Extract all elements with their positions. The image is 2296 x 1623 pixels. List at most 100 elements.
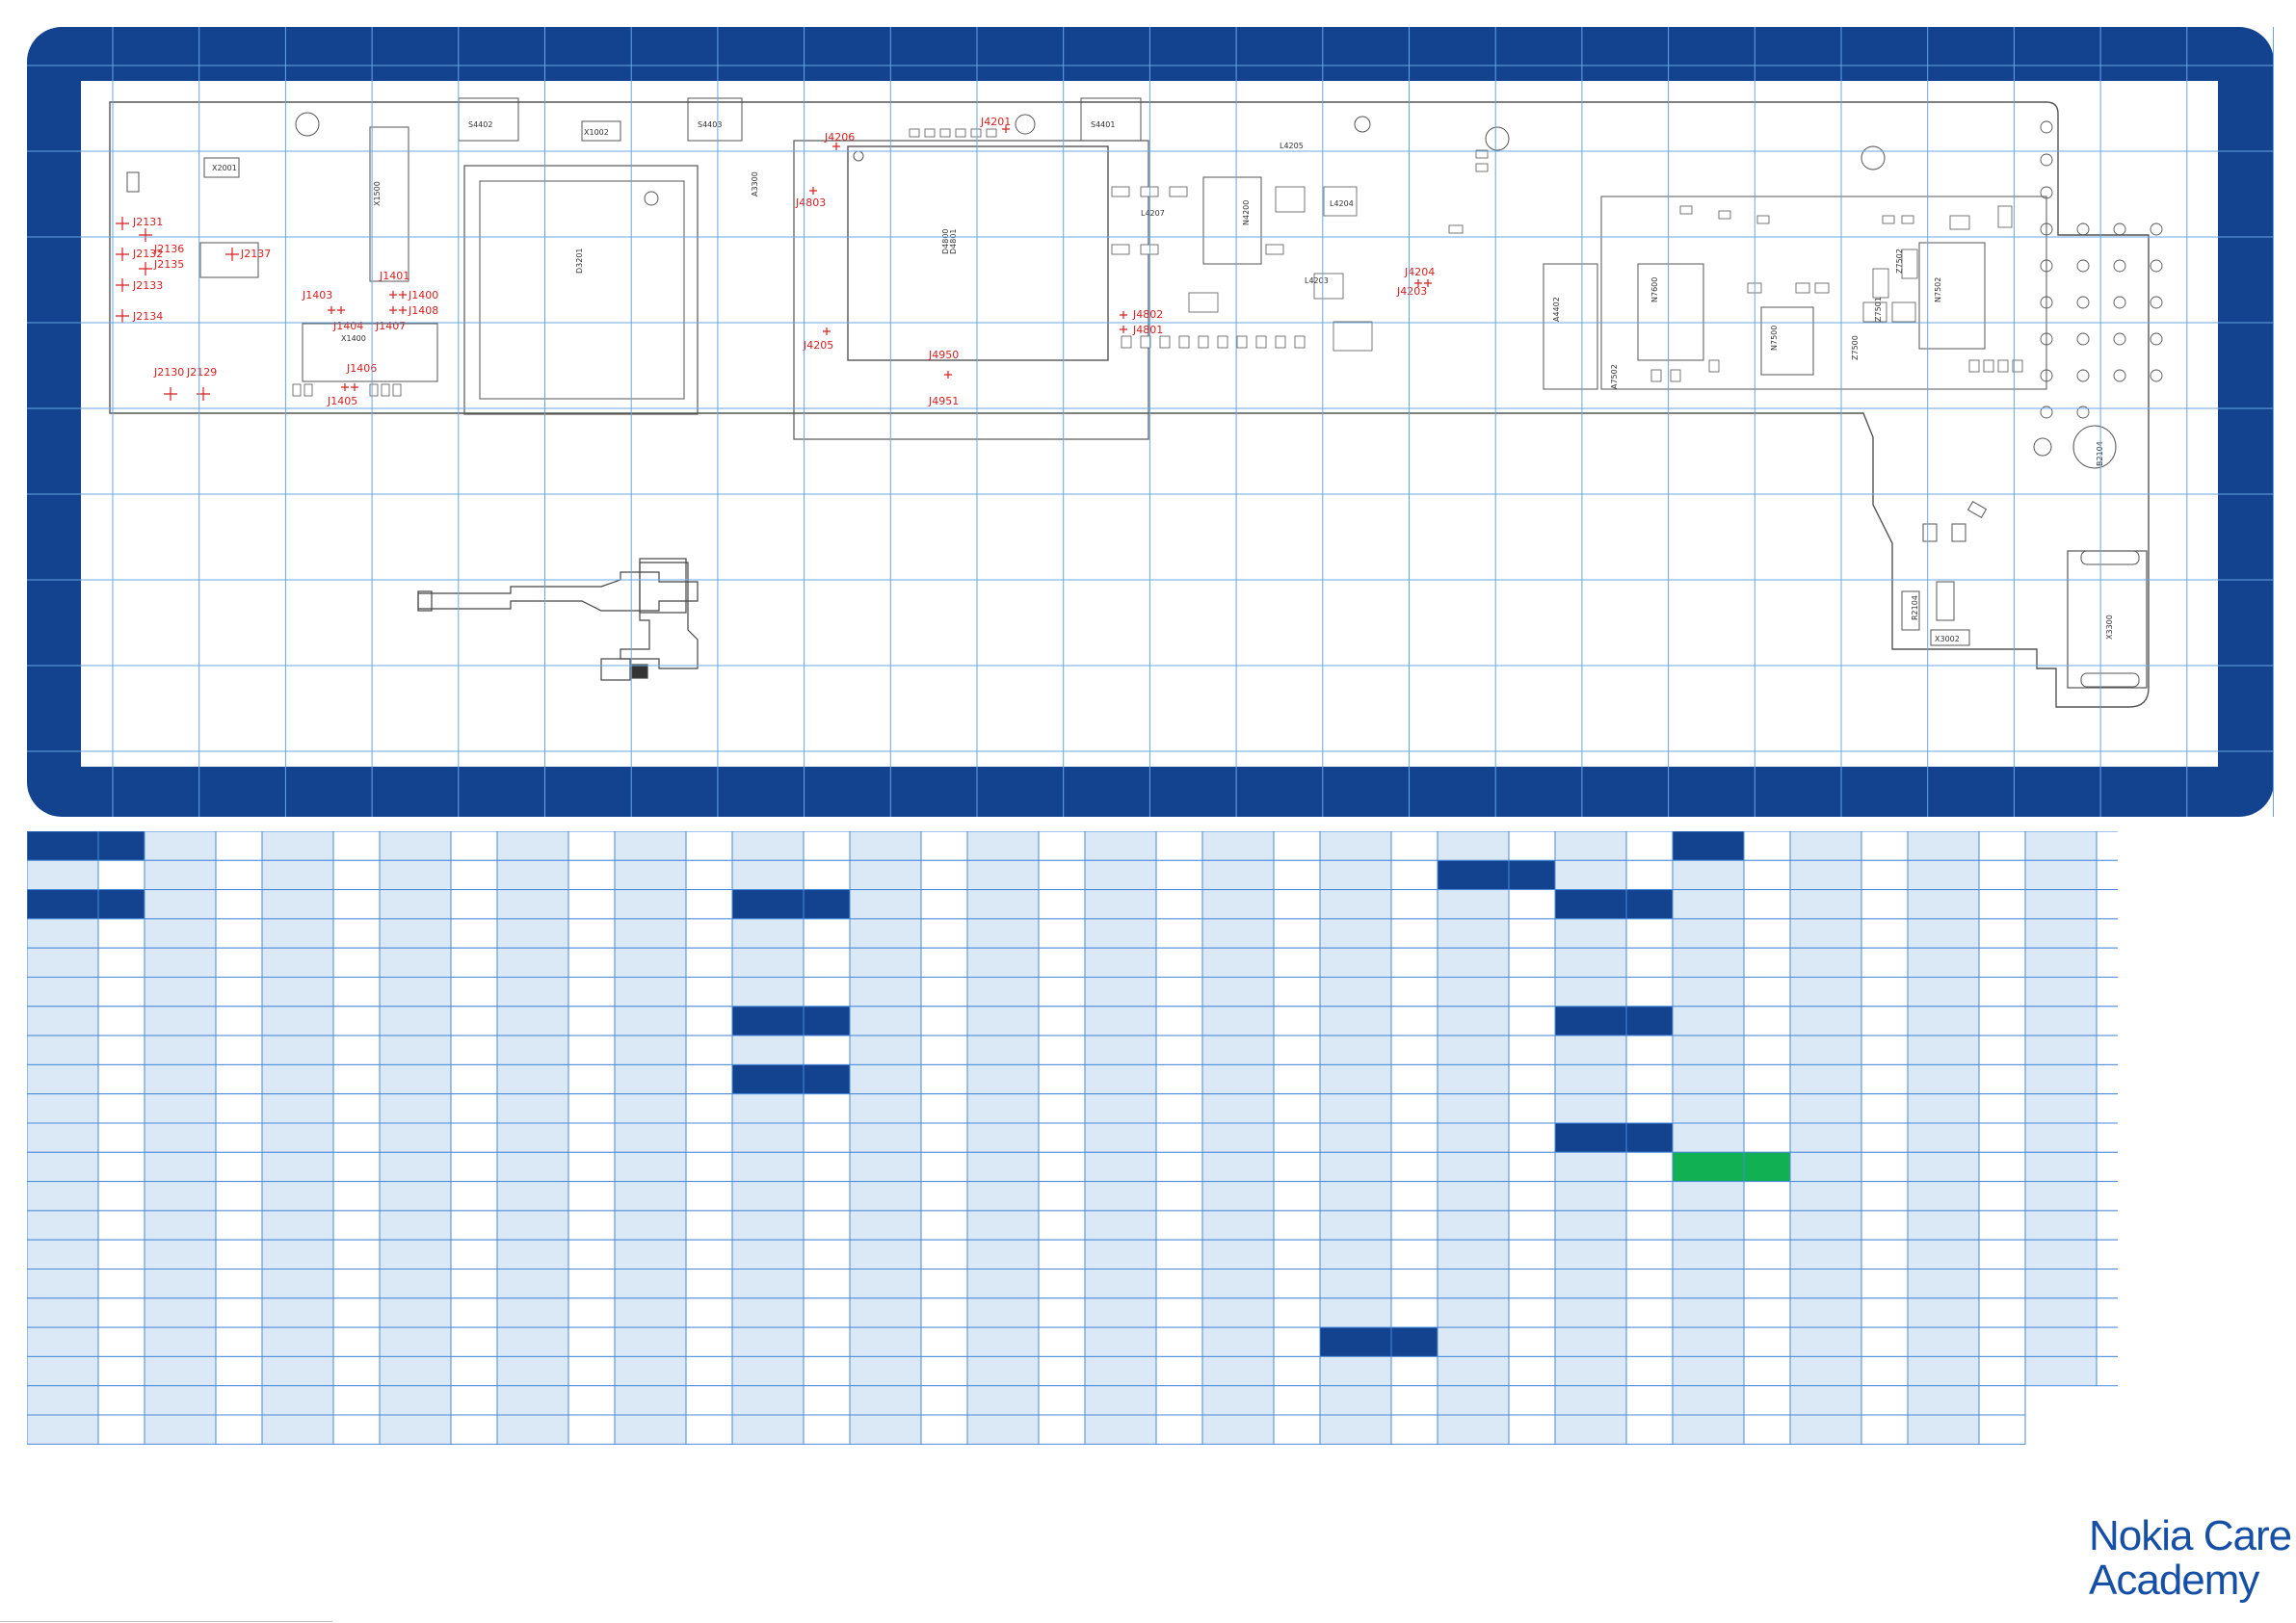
table-cell	[849, 977, 922, 1008]
table-cell	[1038, 1122, 1086, 1153]
table-cell	[2024, 1034, 2098, 1065]
table-cell	[567, 947, 616, 978]
table-cell	[379, 1297, 452, 1328]
table-cell	[966, 1385, 1040, 1416]
table-cell	[1672, 1093, 1745, 1124]
table-cell	[1672, 1239, 1745, 1270]
table-cell	[1508, 1355, 1556, 1387]
table-cell	[920, 1181, 968, 1212]
table-cell	[920, 1414, 968, 1445]
svg-text:Z7500: Z7500	[1851, 335, 1860, 360]
table-cell	[966, 1210, 1040, 1241]
table-cell	[1672, 859, 1745, 891]
table-cell	[496, 1151, 569, 1183]
table-cell	[1437, 1034, 1510, 1065]
table-cell	[1201, 1181, 1275, 1212]
table-cell	[1437, 831, 1510, 861]
table-cell	[567, 1063, 616, 1095]
table-cell	[1319, 859, 1392, 891]
test-point-markers	[116, 125, 1432, 401]
table-cell	[1789, 889, 1862, 920]
table-cell	[1672, 1355, 1745, 1387]
svg-text:J4206: J4206	[824, 131, 855, 144]
table-cell	[966, 1414, 1040, 1445]
table-cell	[1743, 947, 1791, 978]
table-cell	[332, 1414, 381, 1445]
table-cell	[1743, 1093, 1791, 1124]
table-cell	[1201, 977, 1275, 1008]
table-cell	[567, 1151, 616, 1183]
s4401-switch	[1080, 97, 1142, 142]
table-cell	[27, 1385, 99, 1416]
table-cell	[379, 1269, 452, 1299]
table-cell	[1084, 1414, 1157, 1445]
table-cell	[1743, 1385, 1791, 1416]
table-cell	[1390, 1210, 1438, 1241]
table-cell	[1978, 977, 2026, 1008]
pad-array	[2040, 120, 2163, 419]
table-cell	[849, 1326, 922, 1357]
table-cell	[379, 1034, 452, 1065]
table-cell	[144, 1063, 217, 1095]
table-cell	[1554, 1034, 1627, 1065]
table-cell	[849, 1151, 922, 1183]
table-cell	[450, 1210, 498, 1241]
svg-text:J2131: J2131	[132, 216, 163, 228]
table-cell	[1743, 1297, 1791, 1328]
table-cell	[1907, 1297, 1980, 1328]
table-cell	[1554, 831, 1627, 861]
table-cell	[1155, 1297, 1203, 1328]
table-cell	[450, 947, 498, 978]
table-cell	[2024, 1006, 2098, 1036]
table-cell	[1907, 859, 1980, 891]
table-cell	[731, 947, 805, 978]
table-cell	[97, 1239, 145, 1270]
x3300-tab	[2080, 550, 2140, 565]
table-cell	[1554, 1355, 1627, 1387]
table-cell	[803, 1210, 851, 1241]
table-cell	[379, 1210, 452, 1241]
table-cell	[1907, 1181, 1980, 1212]
table-cell	[849, 1210, 922, 1241]
svg-text:Z7502: Z7502	[1895, 249, 1904, 274]
table-cell	[614, 918, 687, 949]
table-cell	[1861, 1385, 1909, 1416]
svg-text:J4201: J4201	[980, 116, 1011, 128]
table-cell	[1978, 1269, 2026, 1299]
table-cell	[1789, 1063, 1862, 1095]
n7500-block	[1760, 306, 1814, 376]
table-cell	[97, 1063, 145, 1095]
table-cell	[1978, 1414, 2026, 1445]
table-cell	[27, 1034, 99, 1065]
table-cell	[1672, 1269, 1745, 1299]
svg-text:N4200: N4200	[1242, 200, 1251, 225]
table-cell	[1155, 1034, 1203, 1065]
table-cell	[1861, 1151, 1909, 1183]
table-cell	[1155, 1355, 1203, 1387]
table-cell	[1861, 1181, 1909, 1212]
table-cell	[1508, 1151, 1556, 1183]
table-cell	[1743, 1210, 1791, 1241]
table-cell	[1390, 977, 1438, 1008]
table-cell	[614, 1355, 687, 1387]
table-cell	[1038, 1093, 1086, 1124]
table-cell	[1625, 1093, 1674, 1124]
table-cell	[1789, 1239, 1862, 1270]
part	[1936, 581, 1955, 621]
table-cell	[1155, 1122, 1203, 1153]
table-cell	[849, 1034, 922, 1065]
table-cell	[144, 1034, 217, 1065]
table-cell	[97, 1093, 145, 1124]
table-cell	[1625, 1355, 1674, 1387]
table-cell	[1390, 1093, 1438, 1124]
table-cell	[215, 859, 263, 891]
table-cell	[261, 1239, 334, 1270]
table-cell	[27, 1355, 99, 1387]
table-cell	[803, 1122, 851, 1153]
table-cell	[614, 1326, 687, 1357]
table-cell	[1038, 1326, 1086, 1357]
table-cell	[1978, 1006, 2026, 1036]
n4200-block	[1202, 176, 1262, 265]
table-cell	[1084, 1210, 1157, 1241]
table-cell	[144, 918, 217, 949]
